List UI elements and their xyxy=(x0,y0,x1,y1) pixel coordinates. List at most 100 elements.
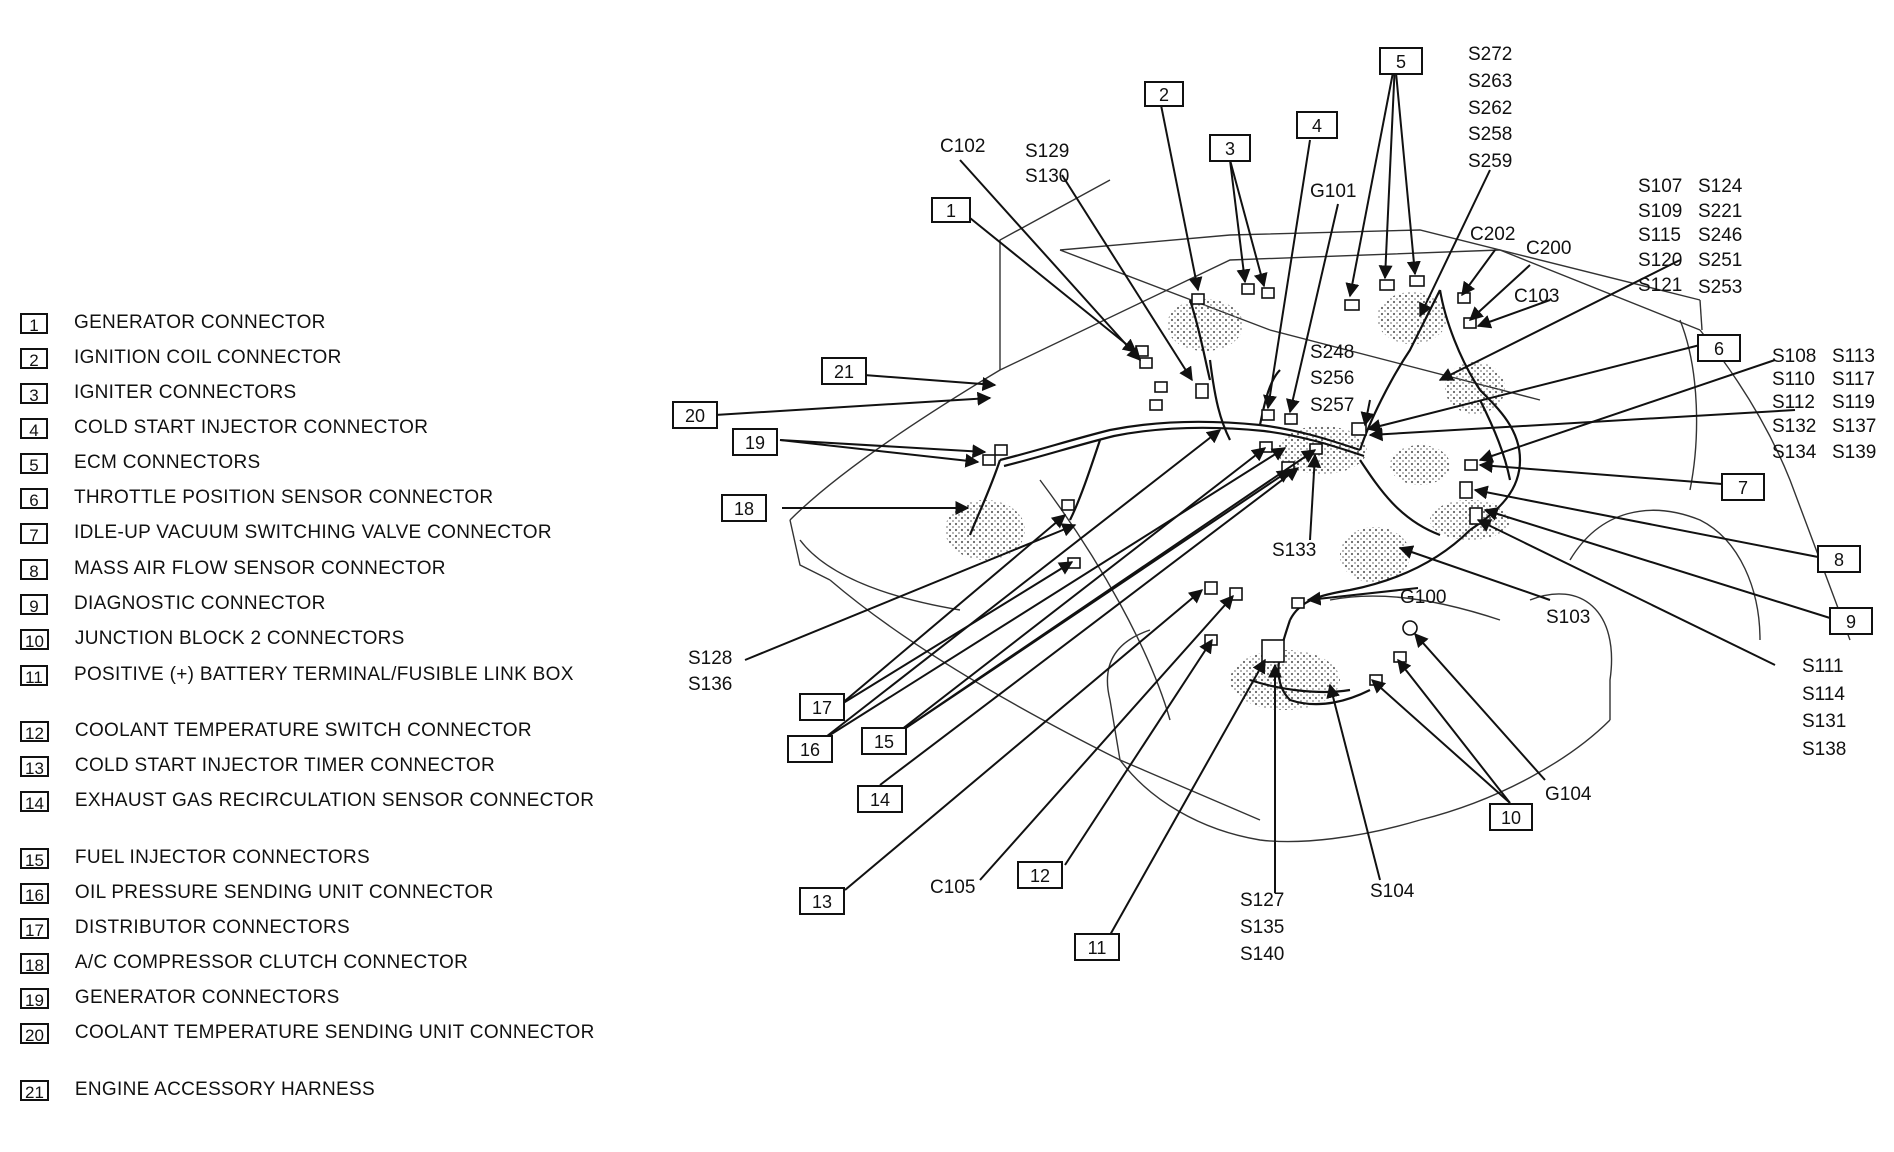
legend-label: DISTRIBUTOR CONNECTORS xyxy=(74,917,351,938)
svg-text:2: 2 xyxy=(1159,85,1169,105)
svg-text:17: 17 xyxy=(812,698,832,718)
callout-box-5: 5 xyxy=(1379,47,1423,75)
legend-number-box: 17 xyxy=(20,918,49,940)
legend-label: MASS AIR FLOW SENSOR CONNECTOR xyxy=(74,558,446,579)
label-s110: S110 xyxy=(1772,369,1815,390)
label-g104: G104 xyxy=(1545,784,1592,805)
callout-box-4: 4 xyxy=(1296,111,1338,139)
callout-box-9: 9 xyxy=(1829,607,1873,635)
label-s127: S127 xyxy=(1240,890,1284,911)
svg-text:1: 1 xyxy=(946,201,956,221)
svg-text:8: 8 xyxy=(1834,550,1844,570)
legend-label: JUNCTION BLOCK 2 CONNECTORS xyxy=(74,628,405,649)
callout-box-8: 8 xyxy=(1817,545,1861,573)
svg-text:6: 6 xyxy=(1714,339,1724,359)
label-c105: C105 xyxy=(930,877,975,898)
label-s259: S259 xyxy=(1468,151,1512,172)
legend-item-16: 16 OIL PRESSURE SENDING UNIT CONNECTOR xyxy=(20,882,635,906)
label-s115: S115 xyxy=(1638,225,1681,246)
label-s246: S246 xyxy=(1698,225,1742,246)
callout-box-16: 16 xyxy=(787,735,833,763)
label-s132: S132 xyxy=(1772,416,1816,437)
legend-number-box: 10 xyxy=(20,629,49,651)
harness-shading xyxy=(945,292,1510,710)
legend-label: IGNITER CONNECTORS xyxy=(74,382,297,403)
svg-text:7: 7 xyxy=(1738,478,1748,498)
legend-number-box: 5 xyxy=(20,453,48,475)
label-s131: S131 xyxy=(1802,711,1846,732)
label-s133: S133 xyxy=(1272,540,1316,561)
label-s109: S109 xyxy=(1638,201,1682,222)
callout-box-6: 6 xyxy=(1697,334,1741,362)
callout-box-10: 10 xyxy=(1489,803,1533,831)
callout-box-7: 7 xyxy=(1721,473,1765,501)
legend-number-box: 11 xyxy=(20,665,48,687)
text-callouts: C102 S129 S130 G101 S272 S263 S262 S258 … xyxy=(688,44,1876,965)
label-s262: S262 xyxy=(1468,98,1512,119)
label-s128: S128 xyxy=(688,648,732,669)
callout-box-17: 17 xyxy=(799,693,845,721)
svg-text:11: 11 xyxy=(1088,938,1107,958)
label-s248: S248 xyxy=(1310,342,1354,363)
legend-number-box: 1 xyxy=(20,313,48,335)
legend-label: COOLANT TEMPERATURE SWITCH CONNECTOR xyxy=(74,720,532,741)
legend-label: OIL PRESSURE SENDING UNIT CONNECTOR xyxy=(74,882,494,903)
label-c103: C103 xyxy=(1514,286,1559,307)
legend-item-5: 5 ECM CONNECTORS xyxy=(20,452,634,476)
svg-text:12: 12 xyxy=(1030,866,1050,886)
legend-label: GENERATOR CONNECTORS xyxy=(74,987,340,1008)
callout-box-20: 20 xyxy=(672,401,718,429)
legend-number-box: 6 xyxy=(20,488,48,510)
svg-text:18: 18 xyxy=(734,499,754,519)
legend-number-box: 2 xyxy=(20,348,48,370)
callout-box-14: 14 xyxy=(857,785,903,813)
svg-text:19: 19 xyxy=(745,433,765,453)
label-s263: S263 xyxy=(1468,71,1512,92)
callout-box-19: 19 xyxy=(732,428,778,456)
legend-label: COLD START INJECTOR CONNECTOR xyxy=(74,417,429,438)
label-s111: S111 xyxy=(1802,656,1844,677)
legend-label: COOLANT TEMPERATURE SENDING UNIT CONNECT… xyxy=(74,1022,595,1043)
callout-box-21: 21 xyxy=(821,357,867,385)
label-s129: S129 xyxy=(1025,141,1069,162)
legend-number-box: 19 xyxy=(20,988,49,1010)
label-s256: S256 xyxy=(1310,368,1354,389)
label-s130: S130 xyxy=(1025,166,1069,187)
legend-label: ECM CONNECTORS xyxy=(74,452,261,473)
leader-lines xyxy=(714,61,1831,936)
legend-number-box: 21 xyxy=(20,1080,49,1102)
label-g100: G100 xyxy=(1400,587,1446,608)
label-s221: S221 xyxy=(1698,201,1742,222)
legend-number-box: 15 xyxy=(20,848,49,870)
callout-box-2: 2 xyxy=(1144,81,1184,107)
legend-number-box: 9 xyxy=(20,594,48,616)
legend-number-box: 18 xyxy=(20,953,49,975)
label-s112: S112 xyxy=(1772,392,1815,413)
label-c202: C202 xyxy=(1470,224,1515,245)
connectors xyxy=(982,275,1483,686)
callout-box-3: 3 xyxy=(1209,134,1251,162)
callout-box-18: 18 xyxy=(721,494,767,522)
legend-number-box: 14 xyxy=(20,791,49,813)
legend-label: POSITIVE (+) BATTERY TERMINAL/FUSIBLE LI… xyxy=(74,664,574,685)
legend-label: COLD START INJECTOR TIMER CONNECTOR xyxy=(74,755,496,776)
legend-item-17: 17 DISTRIBUTOR CONNECTORS xyxy=(20,917,635,941)
svg-text:16: 16 xyxy=(800,740,820,760)
legend-number-box: 16 xyxy=(20,883,49,905)
svg-text:4: 4 xyxy=(1312,116,1322,136)
label-g101: G101 xyxy=(1310,181,1356,202)
label-s136: S136 xyxy=(688,674,732,695)
label-s258: S258 xyxy=(1468,124,1512,145)
legend-number-box: 20 xyxy=(20,1023,49,1045)
legend-item-20: 20 COOLANT TEMPERATURE SENDING UNIT CONNE… xyxy=(20,1022,635,1046)
label-s103: S103 xyxy=(1546,607,1590,628)
